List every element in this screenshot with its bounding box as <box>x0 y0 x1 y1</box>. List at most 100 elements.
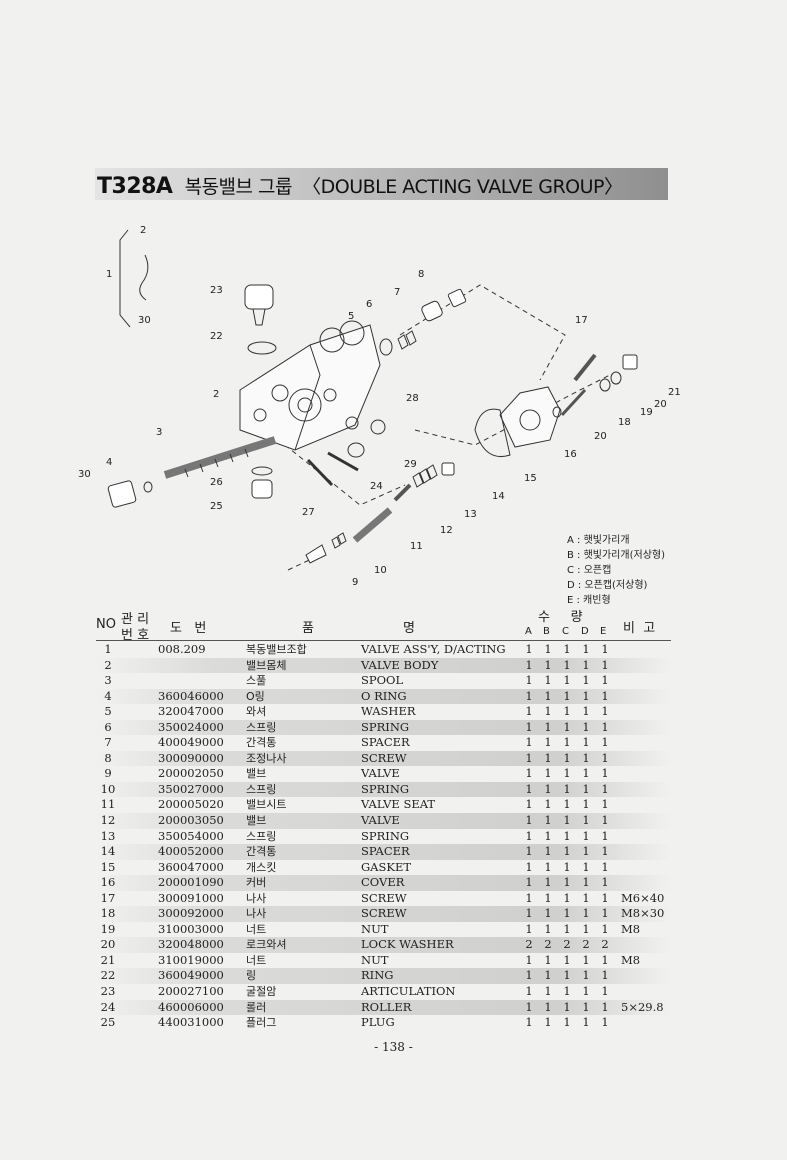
svg-text:2: 2 <box>140 225 146 236</box>
svg-text:28: 28 <box>406 393 419 404</box>
row-qty-c: 1 <box>563 735 571 750</box>
row-qty-b: 1 <box>544 688 552 703</box>
row-name-korean: 간격통 <box>246 736 277 750</box>
row-qty-d: 1 <box>582 999 590 1014</box>
svg-text:2: 2 <box>213 389 219 400</box>
row-qty-c: 1 <box>563 999 571 1014</box>
row-qty-a: 1 <box>525 906 533 921</box>
header-mgmt-top: 관 리 <box>121 612 150 627</box>
header-qty-d: D <box>581 626 589 637</box>
row-qty-c: 1 <box>563 642 571 656</box>
row-name-korean: 나사 <box>246 891 267 905</box>
row-name-english: VALVE <box>361 766 400 781</box>
row-no: 21 <box>100 952 116 967</box>
row-qty-a: 1 <box>525 844 533 859</box>
row-name-korean: 스프링 <box>246 720 277 734</box>
row-qty-d: 1 <box>582 906 590 921</box>
row-qty-c: 1 <box>563 906 571 921</box>
row-part-no: 360049000 <box>158 968 224 983</box>
row-name-english: SCREW <box>361 906 407 921</box>
row-no: 11 <box>100 797 116 812</box>
row-no: 14 <box>100 844 116 859</box>
row-qty-b: 1 <box>544 750 552 765</box>
header-qty-c: C <box>562 626 569 637</box>
row-qty-b: 1 <box>544 766 552 781</box>
row-qty-c: 1 <box>563 875 571 890</box>
row-qty-d: 1 <box>582 673 590 688</box>
row-no: 1 <box>104 642 112 656</box>
row-qty-e: 1 <box>601 657 609 672</box>
row-qty-e: 1 <box>601 735 609 750</box>
row-qty-c: 1 <box>563 968 571 983</box>
row-qty-a: 1 <box>525 828 533 843</box>
row-qty-a: 1 <box>525 704 533 719</box>
row-no: 22 <box>100 968 116 983</box>
title-english: 〈DOUBLE ACTING VALVE GROUP〉 <box>302 176 623 198</box>
row-no: 15 <box>100 859 116 874</box>
row-qty-d: 1 <box>582 921 590 936</box>
row-qty-d: 2 <box>582 937 590 952</box>
row-name-english: O RING <box>361 688 407 703</box>
svg-text:1: 1 <box>106 269 112 280</box>
row-no: 19 <box>100 921 116 936</box>
row-qty-a: 1 <box>525 642 533 656</box>
row-qty-a: 1 <box>525 984 533 999</box>
svg-text:10: 10 <box>374 565 387 576</box>
svg-text:12: 12 <box>440 525 453 536</box>
row-qty-e: 1 <box>601 642 609 656</box>
row-qty-a: 2 <box>525 937 533 952</box>
row-name-english: GASKET <box>361 859 412 874</box>
row-part-no: 200027100 <box>158 984 224 999</box>
svg-text:8: 8 <box>418 269 424 280</box>
header-mgmt-bottom: 번 호 <box>121 628 150 643</box>
row-name-korean: 링 <box>246 969 257 983</box>
row-name-english: SPACER <box>361 844 410 859</box>
row-qty-c: 1 <box>563 859 571 874</box>
row-name-korean: 밸브 <box>246 767 267 781</box>
row-no: 5 <box>104 704 112 719</box>
row-qty-b: 1 <box>544 813 552 828</box>
row-part-no: 350054000 <box>158 828 224 843</box>
title-bar <box>95 168 668 200</box>
row-qty-e: 1 <box>601 766 609 781</box>
row-qty-c: 1 <box>563 704 571 719</box>
row-qty-e: 2 <box>601 937 609 952</box>
o-ring-part <box>143 481 153 493</box>
svg-text:18: 18 <box>618 417 631 428</box>
row-qty-e: 1 <box>601 984 609 999</box>
row-qty-c: 1 <box>563 828 571 843</box>
row-qty-d: 1 <box>582 875 590 890</box>
row-name-korean: 커버 <box>246 876 267 890</box>
row-part-no: 350024000 <box>158 719 224 734</box>
row-qty-b: 1 <box>544 828 552 843</box>
row-name-english: VALVE SEAT <box>361 797 436 812</box>
row-qty-b: 2 <box>544 937 552 952</box>
row-qty-e: 1 <box>601 875 609 890</box>
row-name-english: SCREW <box>361 750 407 765</box>
row-qty-a: 1 <box>525 813 533 828</box>
svg-text:22: 22 <box>210 331 223 342</box>
row-name-english: SPRING <box>361 781 410 796</box>
row-qty-e: 1 <box>601 719 609 734</box>
cover-part <box>499 386 561 448</box>
title-korean: 복동밸브 그룹 <box>184 176 293 198</box>
row-qty-d: 1 <box>582 704 590 719</box>
row-name-korean: 나사 <box>246 907 267 921</box>
row-qty-b: 1 <box>544 735 552 750</box>
row-no: 10 <box>100 781 116 796</box>
header-qty-a: A <box>525 626 532 637</box>
row-qty-b: 1 <box>544 875 552 890</box>
row-qty-b: 1 <box>544 999 552 1014</box>
row-part-no: 300091000 <box>158 890 224 905</box>
row-qty-b: 1 <box>544 781 552 796</box>
header-no: NO <box>96 617 116 632</box>
